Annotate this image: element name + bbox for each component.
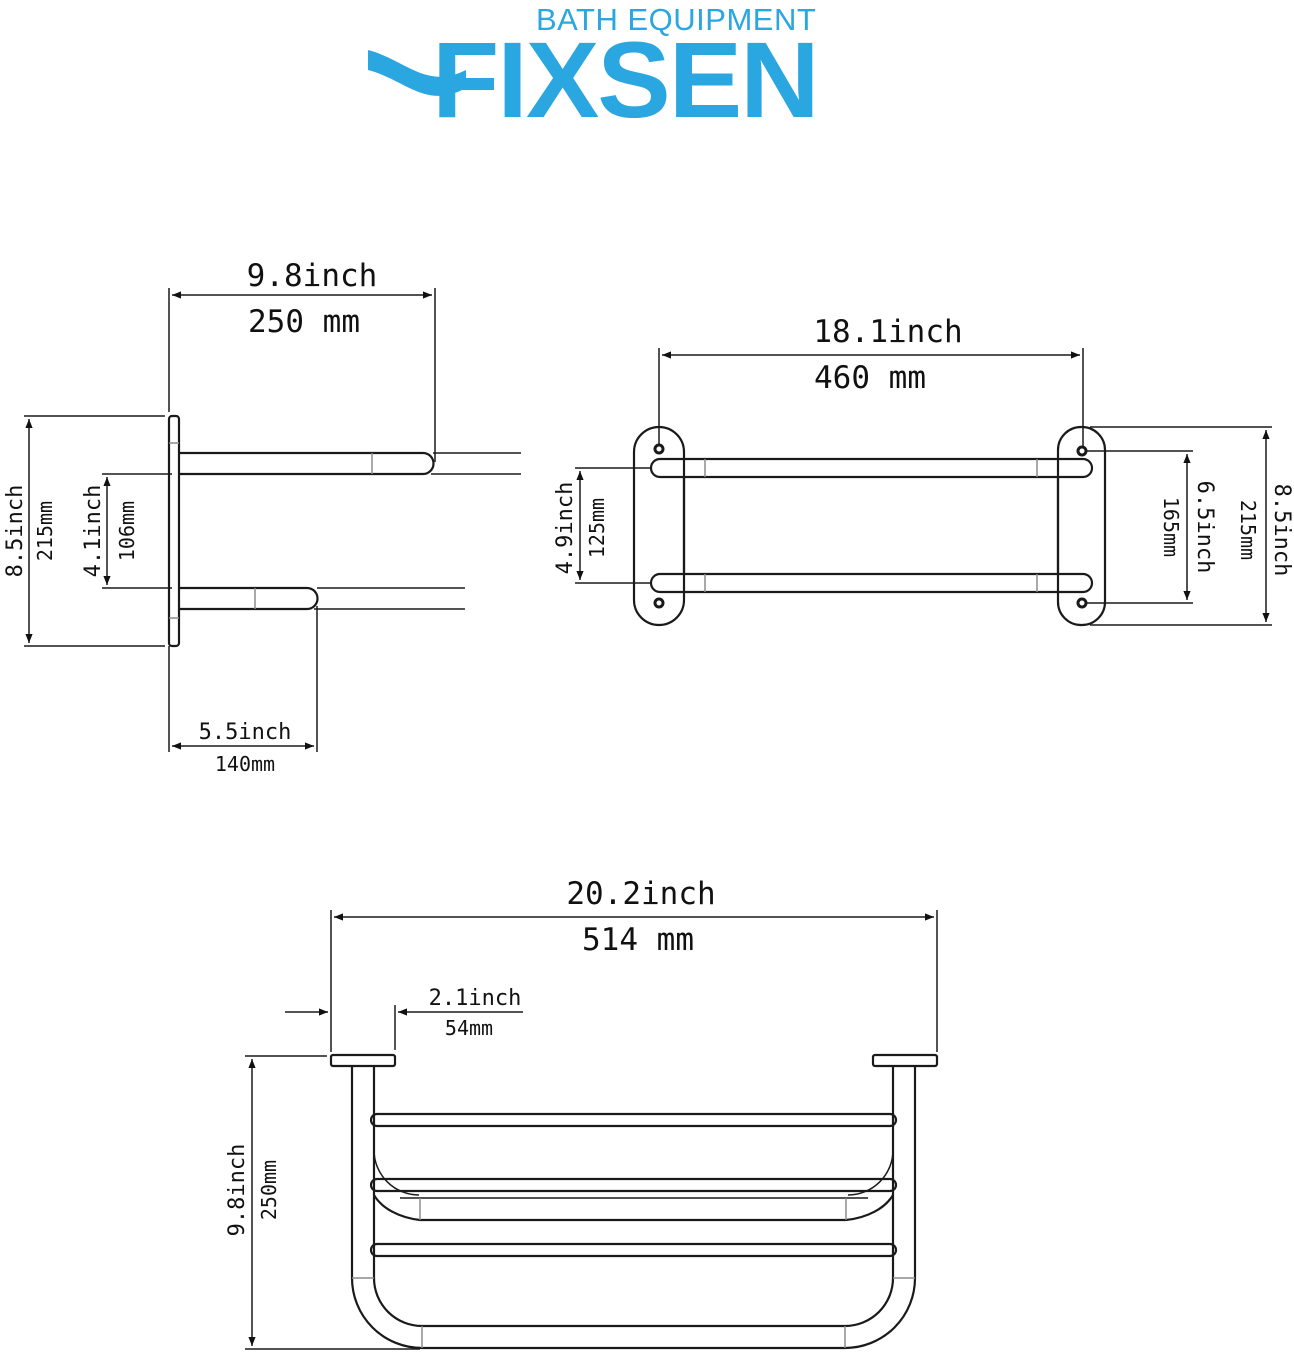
front-mount-spacing-inch: 18.1inch bbox=[813, 314, 962, 350]
side-bar-spacing-mm: 106mm bbox=[115, 501, 139, 561]
side-projection-mm: 250 mm bbox=[248, 304, 360, 340]
top-view: 20.2inch 514 mm 2.1inch 54mm 9.8inch 250… bbox=[225, 876, 939, 1350]
side-projection-inch: 9.8inch bbox=[247, 258, 378, 294]
top-plate-width-inch: 2.1inch bbox=[429, 986, 522, 1011]
brand-wave-icon bbox=[368, 50, 466, 96]
front-mount-spacing-mm: 460 mm bbox=[814, 360, 926, 396]
front-bar-spacing-mm: 125mm bbox=[585, 498, 609, 558]
front-bar-spacing-inch: 4.9inch bbox=[553, 482, 578, 575]
front-view: 18.1inch 460 mm 4.9inch 125mm 6.5inch 16… bbox=[553, 314, 1294, 627]
side-height-inch: 8.5inch bbox=[3, 485, 28, 578]
front-height-mm: 215mm bbox=[1236, 500, 1260, 560]
front-height-inch: 8.5inch bbox=[1269, 484, 1294, 577]
side-lower-bar-inch: 5.5inch bbox=[199, 720, 292, 745]
top-plate-width-mm: 54mm bbox=[445, 1016, 493, 1040]
top-overall-width-mm: 514 mm bbox=[582, 922, 694, 958]
front-screw-spacing-mm: 165mm bbox=[1159, 497, 1183, 557]
side-lower-bar-mm: 140mm bbox=[215, 752, 275, 776]
side-view: 9.8inch 250 mm 8.5inch 215mm 4.1inch 106… bbox=[3, 258, 521, 776]
top-overall-width-inch: 20.2inch bbox=[566, 876, 715, 912]
side-bar-spacing-inch: 4.1inch bbox=[81, 485, 106, 578]
top-depth-mm: 250mm bbox=[257, 1160, 281, 1220]
brand-tagline: BATH EQUIPMENT bbox=[536, 2, 817, 37]
brand-name: FIXSEN bbox=[432, 19, 820, 140]
top-depth-inch: 9.8inch bbox=[225, 1144, 250, 1237]
side-height-mm: 215mm bbox=[33, 501, 57, 561]
front-screw-spacing-inch: 6.5inch bbox=[1192, 481, 1217, 574]
